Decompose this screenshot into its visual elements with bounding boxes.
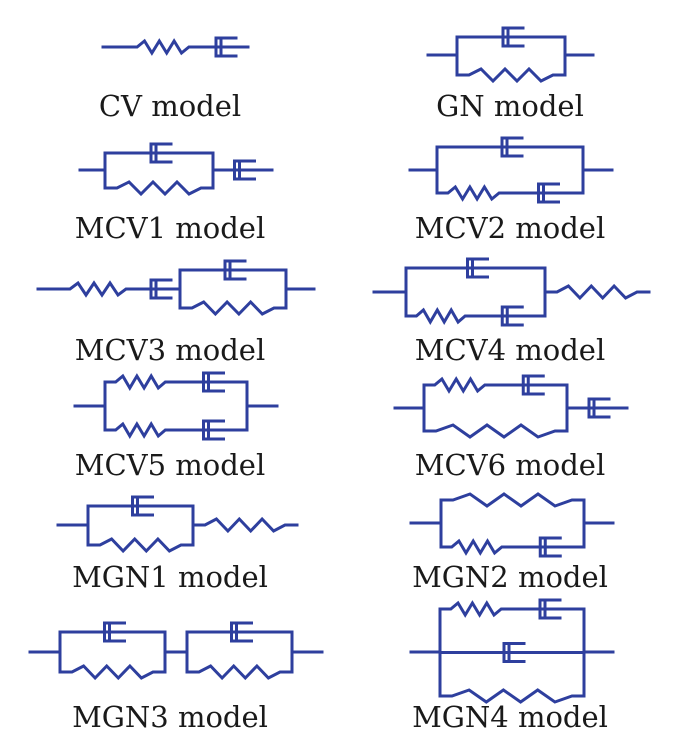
dashpot <box>508 182 585 204</box>
mcv6-circuit <box>393 374 629 439</box>
dashpot <box>435 136 585 158</box>
dashpot <box>474 305 547 327</box>
mcv3-circuit <box>36 259 316 317</box>
spring <box>439 492 586 508</box>
spring <box>438 688 586 704</box>
spring <box>56 280 140 298</box>
mcv2-model-label: MCV2 model <box>415 211 605 245</box>
cv-circuit <box>101 36 250 58</box>
mcv6-model-label: MCV6 model <box>415 448 605 482</box>
gn-model-label: GN model <box>436 89 584 123</box>
spring <box>103 421 178 439</box>
spring <box>422 423 569 439</box>
spring <box>86 536 195 554</box>
spring <box>185 663 294 681</box>
spring <box>191 516 299 534</box>
dashpot <box>455 26 567 48</box>
dashpot <box>185 621 294 643</box>
mgn2-model-label: MGN2 model <box>412 560 608 594</box>
spring <box>103 179 215 197</box>
spring <box>124 38 202 56</box>
mcv1-model-label: MCV1 model <box>75 211 265 245</box>
spring <box>422 376 497 394</box>
spring <box>178 299 288 317</box>
cv-model-label: CV model <box>99 89 241 123</box>
mgn2-circuit <box>409 492 615 558</box>
dashpot <box>438 642 586 663</box>
spring <box>543 283 651 301</box>
dashpot <box>86 495 195 517</box>
mcv5-model-label: MCV5 model <box>75 448 265 482</box>
mgn3-model-label: MGN3 model <box>72 700 268 734</box>
spring <box>58 663 167 681</box>
label-layer: CV model GN model MCV1 model MCV2 model … <box>72 89 608 734</box>
dashpot <box>494 374 569 396</box>
dashpot <box>174 419 249 441</box>
dashpot <box>404 257 547 279</box>
dashpot <box>136 278 182 300</box>
spring <box>435 184 512 202</box>
mgn1-model-label: MGN1 model <box>72 560 268 594</box>
mgn4-circuit <box>409 598 615 704</box>
dashpot <box>198 36 250 58</box>
dashpot <box>178 259 288 281</box>
dashpot <box>510 598 586 620</box>
spring <box>404 307 477 325</box>
spring <box>438 600 514 618</box>
mcv3-model-label: MCV3 model <box>75 333 265 367</box>
dashpot <box>511 536 586 558</box>
gn-circuit <box>426 26 595 84</box>
spring <box>439 538 514 556</box>
spring <box>103 373 178 391</box>
mcv2-circuit <box>408 136 614 204</box>
mgn3-circuit <box>28 621 324 681</box>
mgn4-model-label: MGN4 model <box>412 700 608 734</box>
spring <box>455 66 567 84</box>
dashpot <box>103 142 215 164</box>
mcv4-circuit <box>372 257 651 327</box>
mcv1-circuit <box>78 142 274 197</box>
dashpot <box>174 371 249 393</box>
circuit-layer <box>28 26 651 704</box>
mcv4-model-label: MCV4 model <box>415 333 605 367</box>
mgn1-circuit <box>56 495 299 554</box>
dashpot <box>565 397 629 419</box>
dashpot <box>58 621 167 643</box>
mcv5-circuit <box>73 371 279 441</box>
dashpot <box>211 159 274 181</box>
